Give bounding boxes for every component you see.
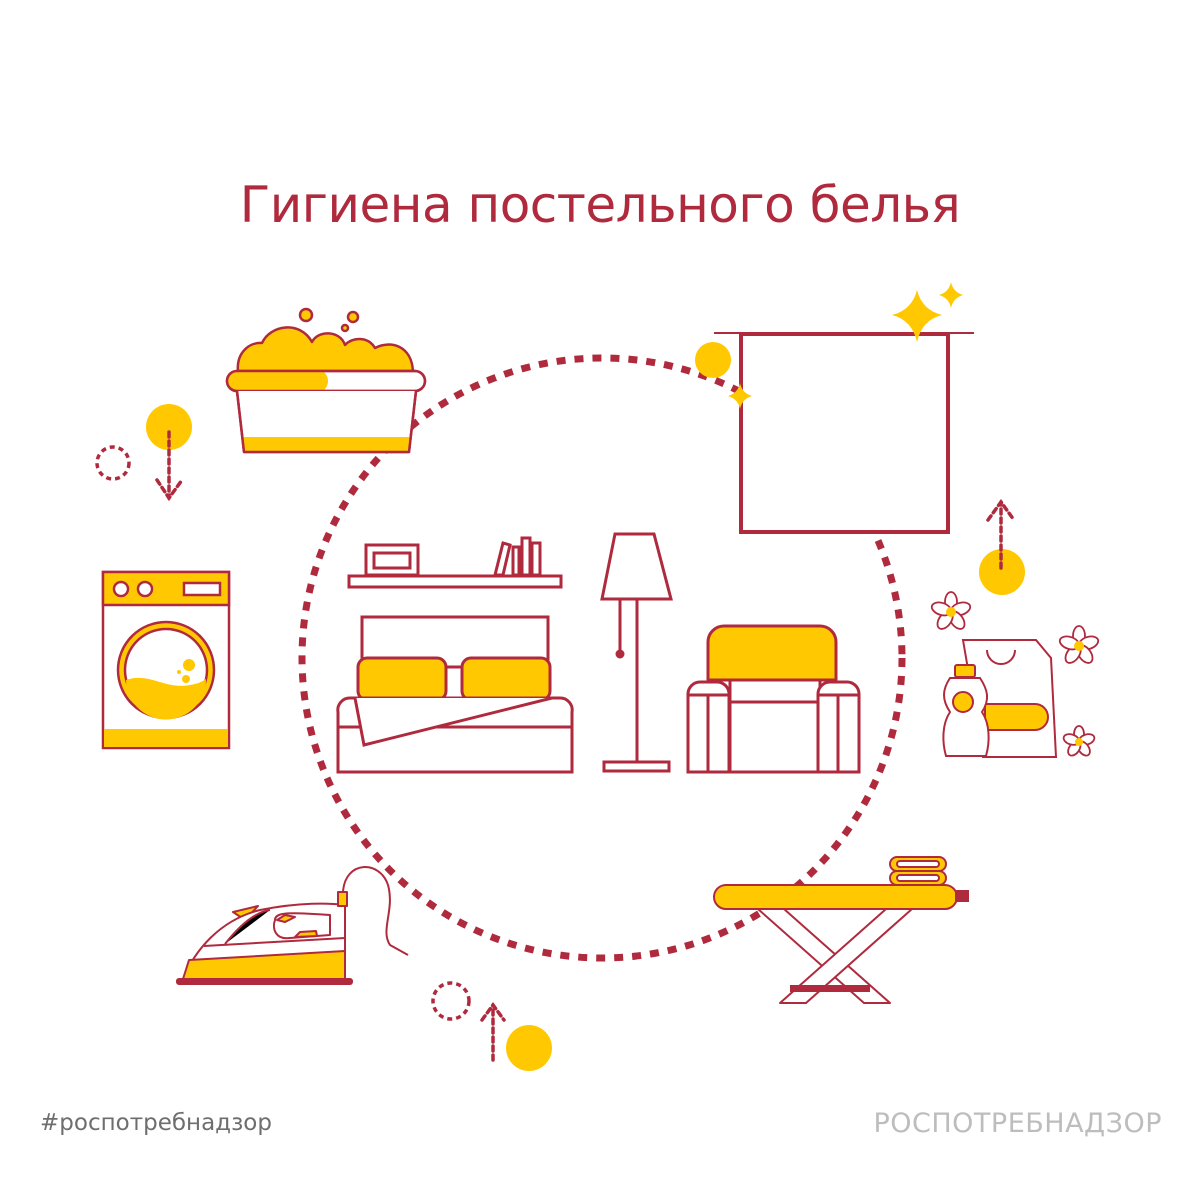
page-title: Гигиена постельного белья (239, 176, 961, 234)
detergent-icon (942, 639, 1058, 758)
up-arrow-icon (979, 499, 1025, 595)
iron-icon (176, 866, 409, 985)
basin-icon (225, 307, 427, 454)
cycle-dotted-circle (298, 354, 906, 962)
brand-logo-text: РОСПОТРЕБНАДЗОР (873, 1108, 1162, 1139)
hashtag-label: #роспотребнадзор (40, 1110, 272, 1136)
flower-icon (930, 591, 1100, 757)
bedroom-icon (336, 532, 861, 774)
up-arrow-bottom-icon (431, 981, 552, 1071)
sheet-icon (695, 282, 974, 534)
down-arrow-icon (95, 404, 192, 502)
ironing-board-icon (713, 856, 969, 1004)
washing-machine-icon (101, 570, 231, 750)
